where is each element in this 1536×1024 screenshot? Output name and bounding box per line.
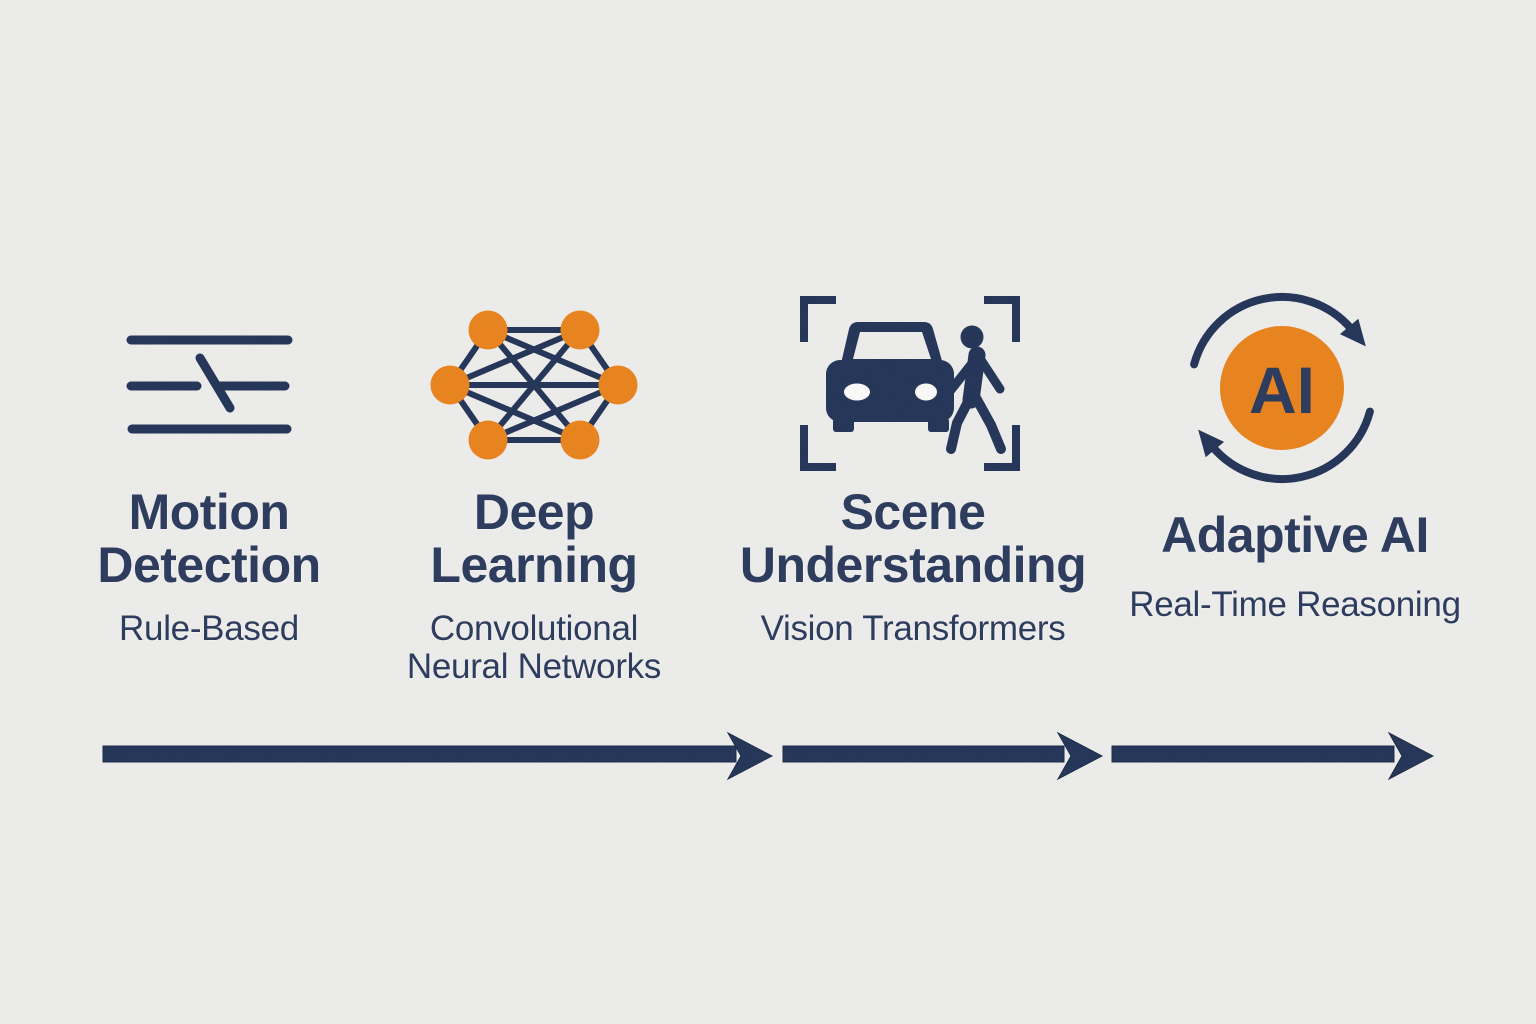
stage-title: Scene Understanding: [739, 484, 1087, 593]
timeline-arrow-3: [1111, 731, 1435, 781]
stage-deep-learning: Deep Learning Convolutional Neural Netwo…: [314, 278, 754, 708]
car-pedestrian-detection-icon: [800, 296, 1020, 471]
stage-adaptive-ai: AI Adaptive AI Real-Time Reasoning: [1075, 278, 1515, 708]
stage-subtitle: Convolutional Neural Networks: [406, 609, 662, 686]
stage-title: Adaptive AI: [1161, 507, 1429, 563]
stage-subtitle: Vision Transformers: [760, 609, 1066, 648]
ai-badge-label: AI: [1249, 353, 1315, 427]
stage-title: Deep Learning: [430, 484, 638, 593]
adaptive-ai-cycle-icon: AI: [1190, 292, 1374, 484]
neural-network-icon: [430, 310, 638, 460]
timeline-arrow-1: [102, 731, 774, 781]
timeline-arrow-2: [782, 731, 1104, 781]
pedestrian-glyph: [946, 325, 1006, 454]
car-glyph: [826, 322, 954, 432]
stage-subtitle: Real-Time Reasoning: [1129, 585, 1461, 624]
stage-scene-understanding: Scene Understanding Vision Transformers: [693, 278, 1133, 708]
timeline-arrows: [102, 731, 1435, 781]
motion-lines-icon: [126, 335, 293, 434]
